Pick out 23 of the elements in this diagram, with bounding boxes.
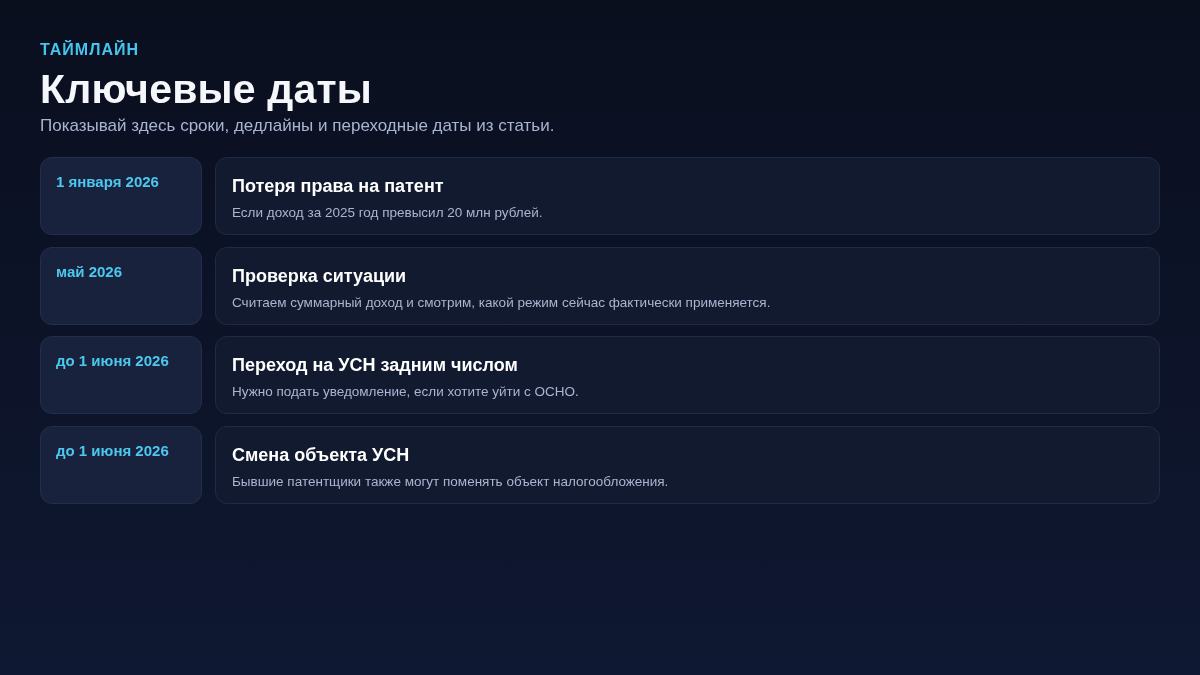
event-description: Бывшие патентщики также могут поменять объект налогообложения.: [232, 473, 669, 491]
page-title: Ключевые даты: [40, 66, 373, 112]
date-panel: [40, 157, 202, 235]
event-heading: Потеря права на патент: [232, 175, 444, 197]
event-card: [215, 426, 1160, 504]
event-card: [215, 247, 1160, 325]
page-subtitle: Показывай здесь сроки, дедлайны и переходные даты из статьи.: [40, 115, 555, 137]
event-heading: Проверка ситуации: [232, 265, 407, 287]
date-text: до 1 июня 2026: [56, 442, 169, 460]
date-text: май 2026: [56, 263, 122, 281]
date-text: 1 января 2026: [56, 173, 159, 191]
event-description: Нужно подать уведомление, если хотите уйти с ОСНО.: [232, 383, 579, 401]
event-card: [215, 157, 1160, 235]
section-eyebrow: ТАЙМЛАЙН: [40, 40, 139, 60]
event-heading: Смена объекта УСН: [232, 444, 410, 466]
event-description: Если доход за 2025 год превысил 20 млн рублей.: [232, 204, 543, 222]
event-heading: Переход на УСН задним числом: [232, 354, 518, 376]
event-description: Считаем суммарный доход и смотрим, какой режим сейчас фактически применяется.: [232, 294, 771, 312]
date-panel: [40, 426, 202, 504]
date-panel: [40, 336, 202, 414]
event-card: [215, 336, 1160, 414]
date-text: до 1 июня 2026: [56, 352, 169, 370]
date-panel: [40, 247, 202, 325]
